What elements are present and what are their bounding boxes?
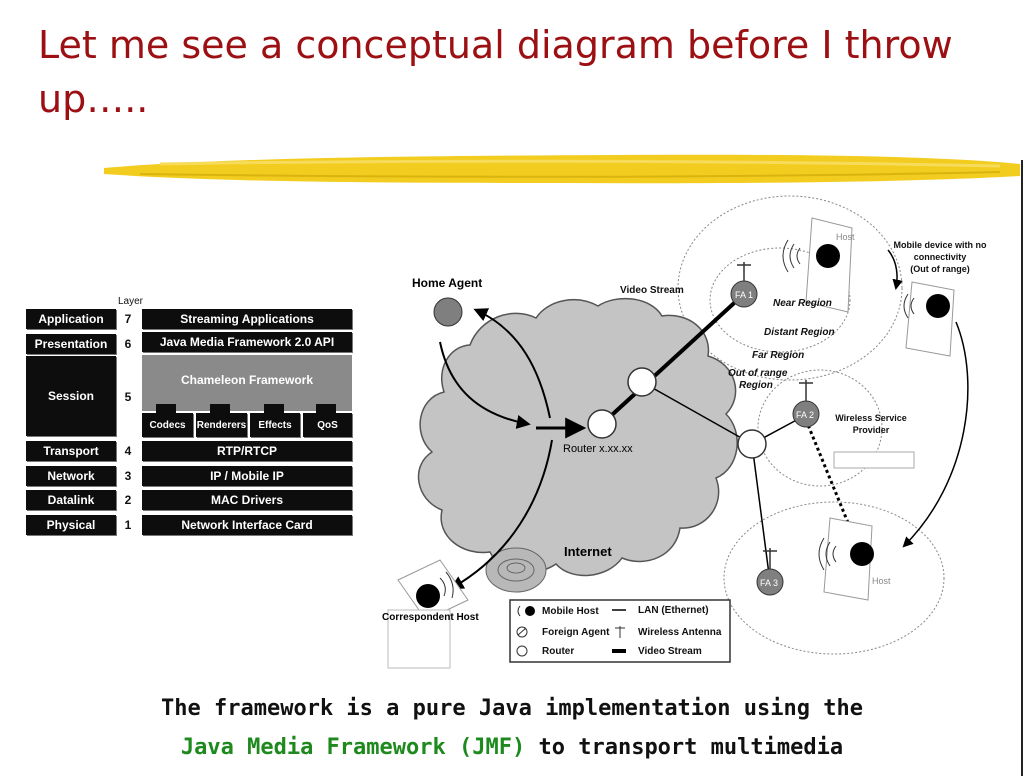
- layer-session: Session: [26, 356, 116, 436]
- slide-title: Let me see a conceptual diagram before I…: [38, 23, 953, 121]
- component-jmf-api: Java Media Framework 2.0 API: [142, 332, 352, 352]
- layer-number-6: 6: [124, 337, 132, 351]
- router-node-main: [587, 409, 617, 439]
- host-top-label: Host: [836, 232, 855, 242]
- caption-line-1: The framework is a pure Java implementat…: [161, 696, 863, 721]
- fa3-node: [756, 568, 784, 596]
- legend-router-icon: [516, 645, 528, 657]
- component-rtp-rtcp: RTP/RTCP: [142, 441, 352, 461]
- arrow-home-agent-to-router: [439, 341, 531, 429]
- caption-line-2: Java Media Framework (JMF) to transport …: [0, 735, 1024, 760]
- video-stream-link: [600, 292, 746, 426]
- router-label: Router x.xx.xx: [563, 443, 633, 455]
- near-region-label: Near Region: [773, 298, 832, 309]
- region-fa1-inner: [709, 247, 851, 353]
- home-agent-node: [433, 297, 463, 327]
- legend-video-icon: [612, 649, 626, 653]
- legend-mobile-host-icon: [525, 606, 535, 616]
- wireless-service-provider-line1: Wireless Service: [835, 413, 906, 423]
- region-fa2: [757, 369, 883, 487]
- layer-number-7: 7: [124, 312, 132, 326]
- component-streaming-applications: Streaming Applications: [142, 309, 352, 329]
- layer-application: Application: [26, 309, 116, 329]
- arrow-fa-handoff-1: [887, 249, 903, 291]
- distant-region-label: Distant Region: [764, 327, 835, 338]
- legend-video-label: Video Stream: [638, 646, 702, 657]
- antenna-icon: [737, 262, 813, 570]
- layer-number-1: 1: [124, 518, 132, 532]
- host-bottom-label: Host: [872, 576, 891, 586]
- layer-physical: Physical: [26, 515, 116, 535]
- plugin-renderers: Renderers: [196, 413, 247, 437]
- fa1-label: FA 1: [735, 290, 753, 300]
- yellow-highlight-stroke: [104, 154, 1020, 184]
- lan-link-router-hub: [641, 381, 753, 445]
- legend-mobile-host-label: Mobile Host: [542, 606, 599, 617]
- far-region-label: Far Region: [752, 350, 804, 361]
- legend: Mobile Host Foreign Agent Router LAN (Et…: [509, 599, 731, 663]
- arrow-fa-handoff-2: [902, 321, 969, 548]
- region-fa3: [723, 501, 945, 655]
- router-node-upper: [627, 367, 657, 397]
- home-agent-label: Home Agent: [412, 276, 482, 290]
- legend-lan-label: LAN (Ethernet): [638, 605, 709, 616]
- internet-label: Internet: [564, 544, 612, 559]
- cloud-bump: [485, 547, 547, 593]
- mobile-no-connectivity-line1: Mobile device with no: [893, 240, 987, 250]
- legend-foreign-agent-label: Foreign Agent: [542, 627, 610, 638]
- fa2-label: FA 2: [796, 410, 814, 420]
- mobile-no-connectivity-line3: (Out of range): [910, 264, 970, 274]
- component-ip-mobile-ip: IP / Mobile IP: [142, 466, 352, 486]
- correspondent-host-label: Correspondent Host: [382, 612, 479, 623]
- layer-number-3: 3: [124, 469, 132, 483]
- layer-heading: Layer: [118, 296, 144, 307]
- mobile-device-no-connectivity: [903, 281, 955, 357]
- plugin-qos: QoS: [303, 413, 352, 437]
- internet-cloud: [417, 297, 738, 577]
- mobile-no-connectivity-line2: connectivity: [914, 252, 967, 262]
- chameleon-label: Chameleon Framework: [180, 373, 314, 387]
- provider-box: [833, 451, 915, 469]
- layer-number-4: 4: [124, 444, 132, 458]
- component-mac-drivers: MAC Drivers: [142, 490, 352, 510]
- layer-network: Network: [26, 466, 116, 486]
- arrow-router-to-correspondent: [449, 439, 553, 590]
- slide-right-border: [1021, 160, 1023, 776]
- out-of-range-label-2: Region: [739, 380, 773, 391]
- video-stream-label: Video Stream: [620, 285, 684, 296]
- out-of-range-label-1: Out of range: [728, 368, 788, 379]
- plugin-connectors: [156, 404, 336, 414]
- fa2-node: [792, 400, 820, 428]
- host-device-bottom: [818, 517, 874, 601]
- correspondent-host-device: [387, 559, 469, 669]
- caption-line-2-rest: to transport multimedia: [525, 735, 844, 760]
- lan-link-hub-fa3: [751, 443, 771, 583]
- layer-number-2: 2: [124, 493, 132, 507]
- layer-datalink: Datalink: [26, 490, 116, 510]
- host-device-top: [782, 217, 853, 313]
- legend-antenna-label: Wireless Antenna: [638, 627, 722, 638]
- component-network-interface-card: Network Interface Card: [142, 515, 352, 535]
- fa1-node: [730, 280, 758, 308]
- fa3-label: FA 3: [760, 578, 778, 588]
- router-node-hub: [737, 429, 767, 459]
- wireless-service-provider-line2: Provider: [853, 425, 890, 435]
- caption-jmf-highlight: Java Media Framework (JMF): [180, 735, 526, 760]
- layer-transport: Transport: [26, 441, 116, 461]
- legend-antenna-icon: [615, 626, 625, 638]
- plugin-codecs: Codecs: [142, 413, 193, 437]
- plugin-effects: Effects: [250, 413, 300, 437]
- arrow-router-to-home-agent: [473, 308, 551, 419]
- legend-router-label: Router: [542, 646, 574, 657]
- component-chameleon-framework: Chameleon Framework: [142, 355, 352, 411]
- layer-number-5: 5: [124, 390, 132, 404]
- layer-presentation: Presentation: [26, 334, 116, 354]
